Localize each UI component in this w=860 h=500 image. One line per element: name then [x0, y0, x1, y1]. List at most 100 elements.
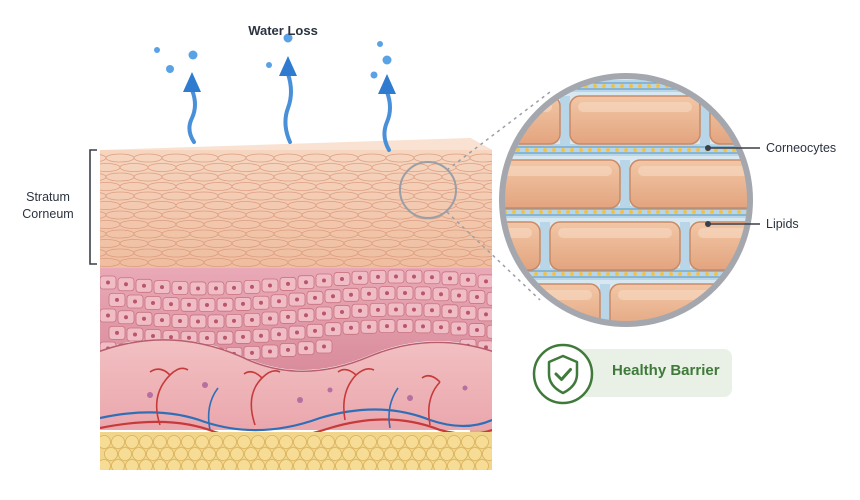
lipid-dot — [719, 210, 723, 214]
lipid-gap — [540, 222, 550, 270]
fat-cell — [370, 447, 384, 461]
epidermis-cell-nucleus — [133, 332, 137, 337]
lipid-dot — [570, 272, 574, 276]
lipid-dot — [737, 210, 741, 214]
lipid-gap — [740, 284, 750, 324]
epidermis-cell-nucleus — [331, 327, 335, 332]
lipid-dot — [710, 84, 714, 88]
lipid-dot — [512, 84, 516, 88]
epidermis-cell-nucleus — [223, 335, 227, 340]
fat-cell — [160, 447, 174, 461]
fat-cell — [454, 447, 468, 461]
fat-cell — [398, 447, 412, 461]
lipid-dot — [728, 84, 732, 88]
corneocyte-highlight — [578, 102, 692, 112]
lipid-dot — [705, 272, 709, 276]
corneocyte-highlight — [638, 166, 750, 176]
stratum-cell — [469, 153, 492, 163]
epidermis-cell-nucleus — [232, 285, 236, 290]
badge-pill — [572, 349, 732, 397]
epidermis-cell-nucleus — [457, 326, 461, 331]
epidermis-cell-nucleus — [106, 313, 110, 318]
lipid-dot — [741, 272, 745, 276]
epidermis-cell-nucleus — [268, 349, 272, 354]
lipid-dot — [561, 272, 565, 276]
fat-cell — [125, 459, 139, 470]
lipid-dot — [638, 210, 642, 214]
lipid-dot — [624, 148, 628, 152]
fat-cell — [153, 435, 167, 449]
epidermis-cell-nucleus — [412, 307, 416, 312]
corneocyte-highlight — [502, 102, 552, 112]
epidermis-cell-nucleus — [241, 301, 245, 306]
lipid-dot — [611, 84, 615, 88]
epidermis-cell-nucleus — [412, 274, 416, 279]
fat-cell — [475, 459, 489, 470]
lipid-dot — [534, 148, 538, 152]
epidermis-cell-nucleus — [205, 302, 209, 307]
lipid-dot — [692, 84, 696, 88]
lipid-dot — [512, 210, 516, 214]
lipid-gap — [560, 96, 570, 144]
fat-cell — [118, 447, 132, 461]
epidermis-cell — [486, 291, 492, 306]
fat-cell — [167, 459, 181, 470]
dermis-layer — [100, 340, 492, 430]
epidermis-cell-nucleus — [484, 279, 488, 284]
lipid-dot — [557, 210, 561, 214]
fat-cell — [328, 447, 342, 461]
lipid-dot — [579, 272, 583, 276]
fat-cell — [447, 435, 461, 449]
fat-cell — [440, 447, 454, 461]
lipid-dot — [723, 148, 727, 152]
lipid-dot — [633, 148, 637, 152]
stratum-cell — [483, 182, 492, 191]
lipid-dot — [539, 84, 543, 88]
water-arrowhead-middle — [279, 56, 297, 76]
fat-cell — [412, 447, 426, 461]
epidermis-cell-nucleus — [277, 299, 281, 304]
fat-cell — [181, 459, 195, 470]
fat-cell — [272, 447, 286, 461]
corneocyte-highlight — [558, 228, 672, 238]
lipid-dot — [516, 272, 520, 276]
lipid-dot — [629, 84, 633, 88]
fat-cell — [391, 459, 405, 470]
fat-cell — [265, 459, 279, 470]
epidermis-cell-nucleus — [115, 330, 119, 335]
epidermis-cell-nucleus — [115, 297, 119, 302]
lipid-dot — [557, 84, 561, 88]
lipid-dot — [647, 84, 651, 88]
epidermis-cell-nucleus — [151, 333, 155, 338]
epidermis-cell-nucleus — [178, 286, 182, 291]
fat-cell — [475, 435, 489, 449]
fat-cell — [391, 435, 405, 449]
lipid-dot — [755, 84, 759, 88]
epidermis-cell-nucleus — [277, 332, 281, 337]
fat-cell — [202, 447, 216, 461]
fat-cell — [167, 435, 181, 449]
corneocyte-highlight — [502, 166, 612, 176]
epidermis-cell-nucleus — [250, 350, 254, 355]
epidermis-cell-nucleus — [403, 324, 407, 329]
corneocytes-label: Corneocytes — [766, 141, 836, 155]
fat-cell — [258, 447, 272, 461]
lipid-dot — [543, 272, 547, 276]
lipid-dot — [656, 210, 660, 214]
fat-cell — [286, 447, 300, 461]
lipid-dot — [759, 272, 763, 276]
lipid-dot — [701, 210, 705, 214]
epidermis-cell-nucleus — [367, 324, 371, 329]
fat-cell — [384, 447, 398, 461]
lipid-gap — [620, 160, 630, 208]
lipid-dot — [728, 210, 732, 214]
lipid-dot — [593, 84, 597, 88]
fat-cell — [377, 435, 391, 449]
fat-cell — [153, 459, 167, 470]
fat-cell — [349, 459, 363, 470]
epidermis-cell-nucleus — [331, 294, 335, 299]
lipid-dot — [678, 272, 682, 276]
fat-cell — [377, 459, 391, 470]
epidermis-cell-nucleus — [322, 278, 326, 283]
fat-cell — [307, 435, 321, 449]
